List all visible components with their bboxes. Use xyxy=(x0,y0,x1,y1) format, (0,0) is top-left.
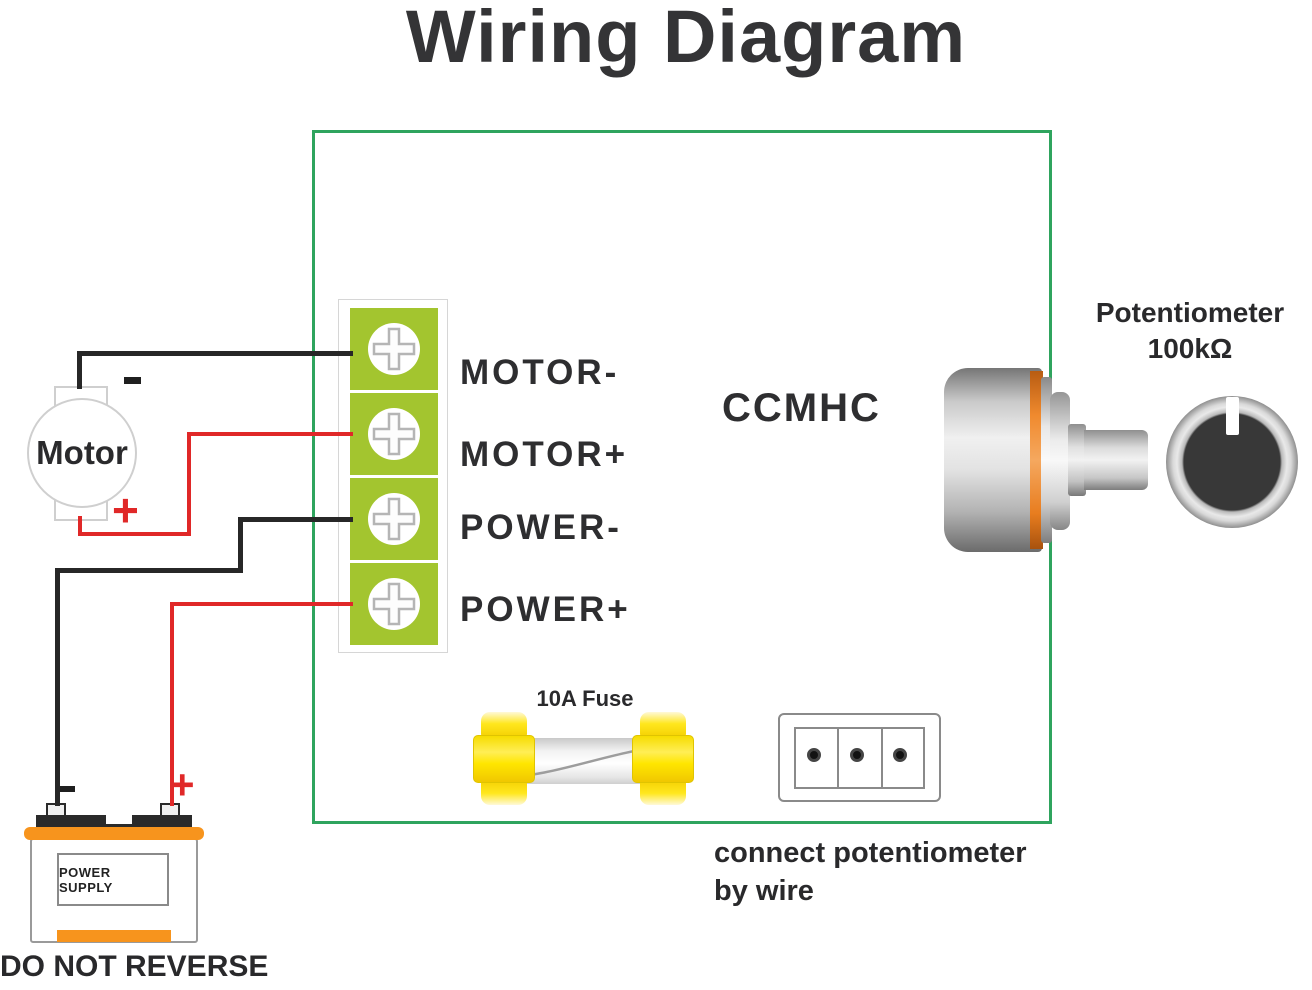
potentiometer-orange-ring xyxy=(1030,371,1043,549)
connector-divider xyxy=(881,729,883,787)
motor-label: Motor xyxy=(36,434,128,471)
board-model-label: CCMHC xyxy=(722,386,881,430)
screw-terminal-icon xyxy=(367,577,421,631)
wire-segment xyxy=(55,568,243,573)
connector-note: connect potentiometer by wire xyxy=(714,834,1074,910)
wire-segment xyxy=(55,568,60,806)
wire-segment xyxy=(78,516,82,536)
wire-segment xyxy=(170,602,353,606)
connector-pin-icon xyxy=(807,748,821,762)
fuse-cap-part xyxy=(640,779,686,805)
terminal-label-motor-plus: MOTOR+ xyxy=(460,435,629,474)
motor-symbol: Motor xyxy=(27,398,137,508)
motor-plus-sign: + xyxy=(112,484,139,536)
potentiometer-shaft xyxy=(1084,430,1148,490)
potentiometer-name: Potentiometer xyxy=(1095,297,1285,328)
potentiometer-body xyxy=(944,368,1042,552)
wire-segment xyxy=(78,532,191,536)
screw-terminal-icon xyxy=(367,322,421,376)
potentiometer-lip xyxy=(1041,377,1052,543)
fuse-cap-part xyxy=(473,735,535,783)
battery-orange-cap xyxy=(24,827,204,840)
fuse-cap-part xyxy=(640,712,686,738)
power-supply-label: POWER SUPPLY xyxy=(59,864,113,895)
wire-segment xyxy=(238,517,353,522)
wire-segment xyxy=(77,351,353,356)
wire-segment xyxy=(187,432,191,536)
wire-segment xyxy=(238,517,243,573)
potentiometer-bushing xyxy=(1068,424,1086,496)
screw-terminal-icon xyxy=(367,492,421,546)
wire-segment xyxy=(170,602,174,806)
terminal-label-power-plus: POWER+ xyxy=(460,590,631,629)
battery-top-notch xyxy=(106,815,132,824)
battery-minus-sign xyxy=(60,786,75,792)
fuse-label: 10A Fuse xyxy=(536,686,634,711)
fuse-cap-part xyxy=(481,712,527,738)
connector-note-line2: by wire xyxy=(714,875,814,907)
connector-note-line1: connect potentiometer xyxy=(714,837,1027,869)
do-not-reverse-warning: DO NOT REVERSE xyxy=(0,950,269,983)
terminal-label-power-minus: POWER- xyxy=(460,508,622,547)
fuse-cap-part xyxy=(632,735,694,783)
wire-segment xyxy=(187,432,353,436)
knob-indicator-icon xyxy=(1226,397,1239,435)
potentiometer-flange xyxy=(1050,392,1070,530)
potentiometer-label: Potentiometer 100kΩ xyxy=(1070,295,1310,367)
fuse-cap-part xyxy=(481,779,527,805)
motor-minus-sign xyxy=(124,377,141,384)
terminal-label-motor-minus: MOTOR- xyxy=(460,353,620,392)
battery-plus-sign: + xyxy=(170,761,195,808)
potentiometer-value: 100kΩ xyxy=(1147,333,1233,364)
power-supply-label-box: POWER SUPPLY xyxy=(57,853,169,906)
page-title: Wiring Diagram xyxy=(405,0,967,78)
connector-pin-icon xyxy=(850,748,864,762)
wire-segment xyxy=(77,351,82,389)
connector-divider xyxy=(837,729,839,787)
screw-terminal-icon xyxy=(367,407,421,461)
battery-bottom-strip xyxy=(57,930,171,942)
connector-pin-housing xyxy=(794,727,925,789)
connector-pin-icon xyxy=(893,748,907,762)
